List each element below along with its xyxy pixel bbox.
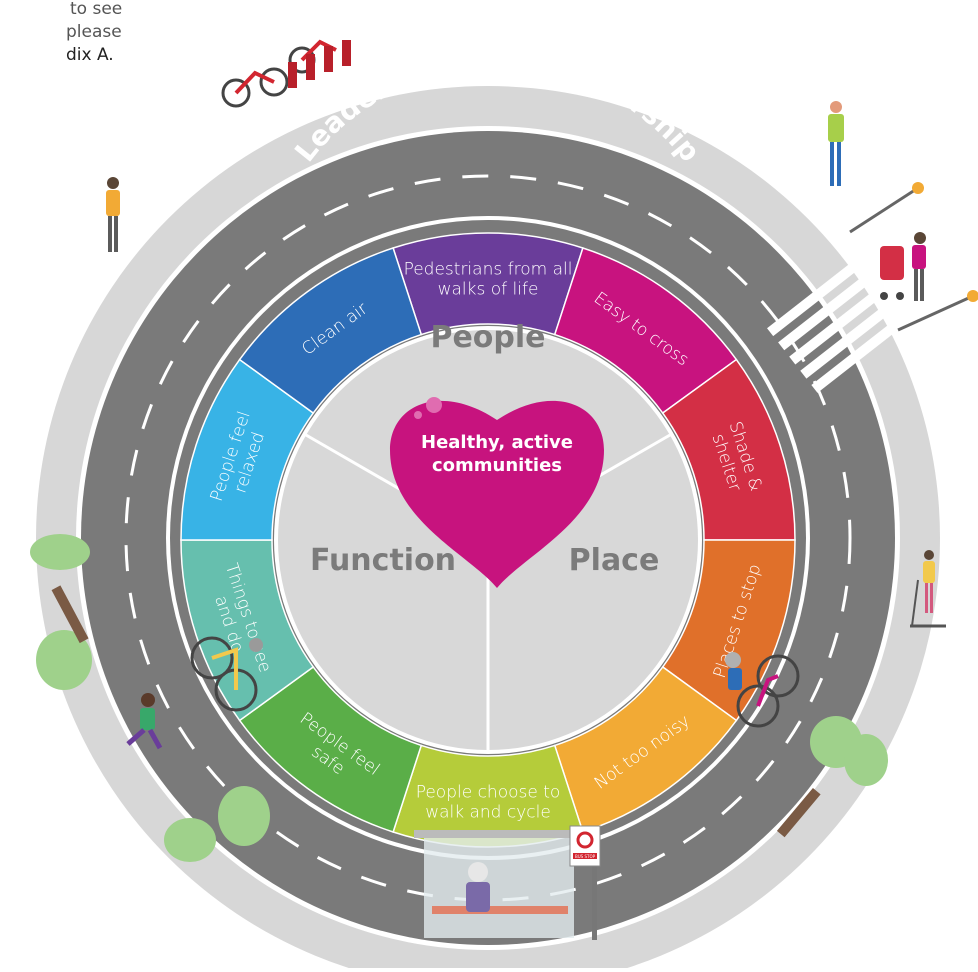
scooter-icon bbox=[910, 550, 946, 628]
pedestrian-barrier-icon bbox=[849, 182, 978, 332]
pillar-function: Function bbox=[310, 543, 456, 578]
bicycle-rack-icon bbox=[221, 39, 351, 108]
pillar-people: People bbox=[430, 320, 545, 355]
bus-shelter-icon: BUS STOP bbox=[414, 825, 601, 940]
cyclist-icon bbox=[190, 636, 263, 712]
pedestrian-crossing-icon bbox=[767, 254, 913, 393]
pillar-place: Place bbox=[569, 543, 660, 578]
bus-stop-sign: BUS STOP bbox=[575, 854, 596, 859]
note-line-1: to see bbox=[70, 0, 123, 19]
heart-line-1: Healthy, active bbox=[421, 432, 573, 453]
note-line-2: please bbox=[66, 22, 122, 42]
heart-line-2: communities bbox=[432, 455, 562, 476]
bench-icon bbox=[51, 585, 821, 838]
tree-icon bbox=[30, 534, 888, 862]
pedestrian-icon bbox=[106, 177, 120, 252]
note-line-3: dix A. bbox=[66, 45, 114, 65]
heart-icon bbox=[390, 397, 604, 588]
cyclist-icon bbox=[725, 652, 800, 728]
segment-9 bbox=[238, 247, 423, 415]
pedestrian-icon bbox=[828, 101, 844, 186]
pushchair-icon bbox=[880, 232, 926, 301]
cropped-note: to see please dix A. bbox=[0, 0, 123, 67]
runner-icon bbox=[126, 693, 163, 750]
lane-marking bbox=[124, 174, 852, 902]
